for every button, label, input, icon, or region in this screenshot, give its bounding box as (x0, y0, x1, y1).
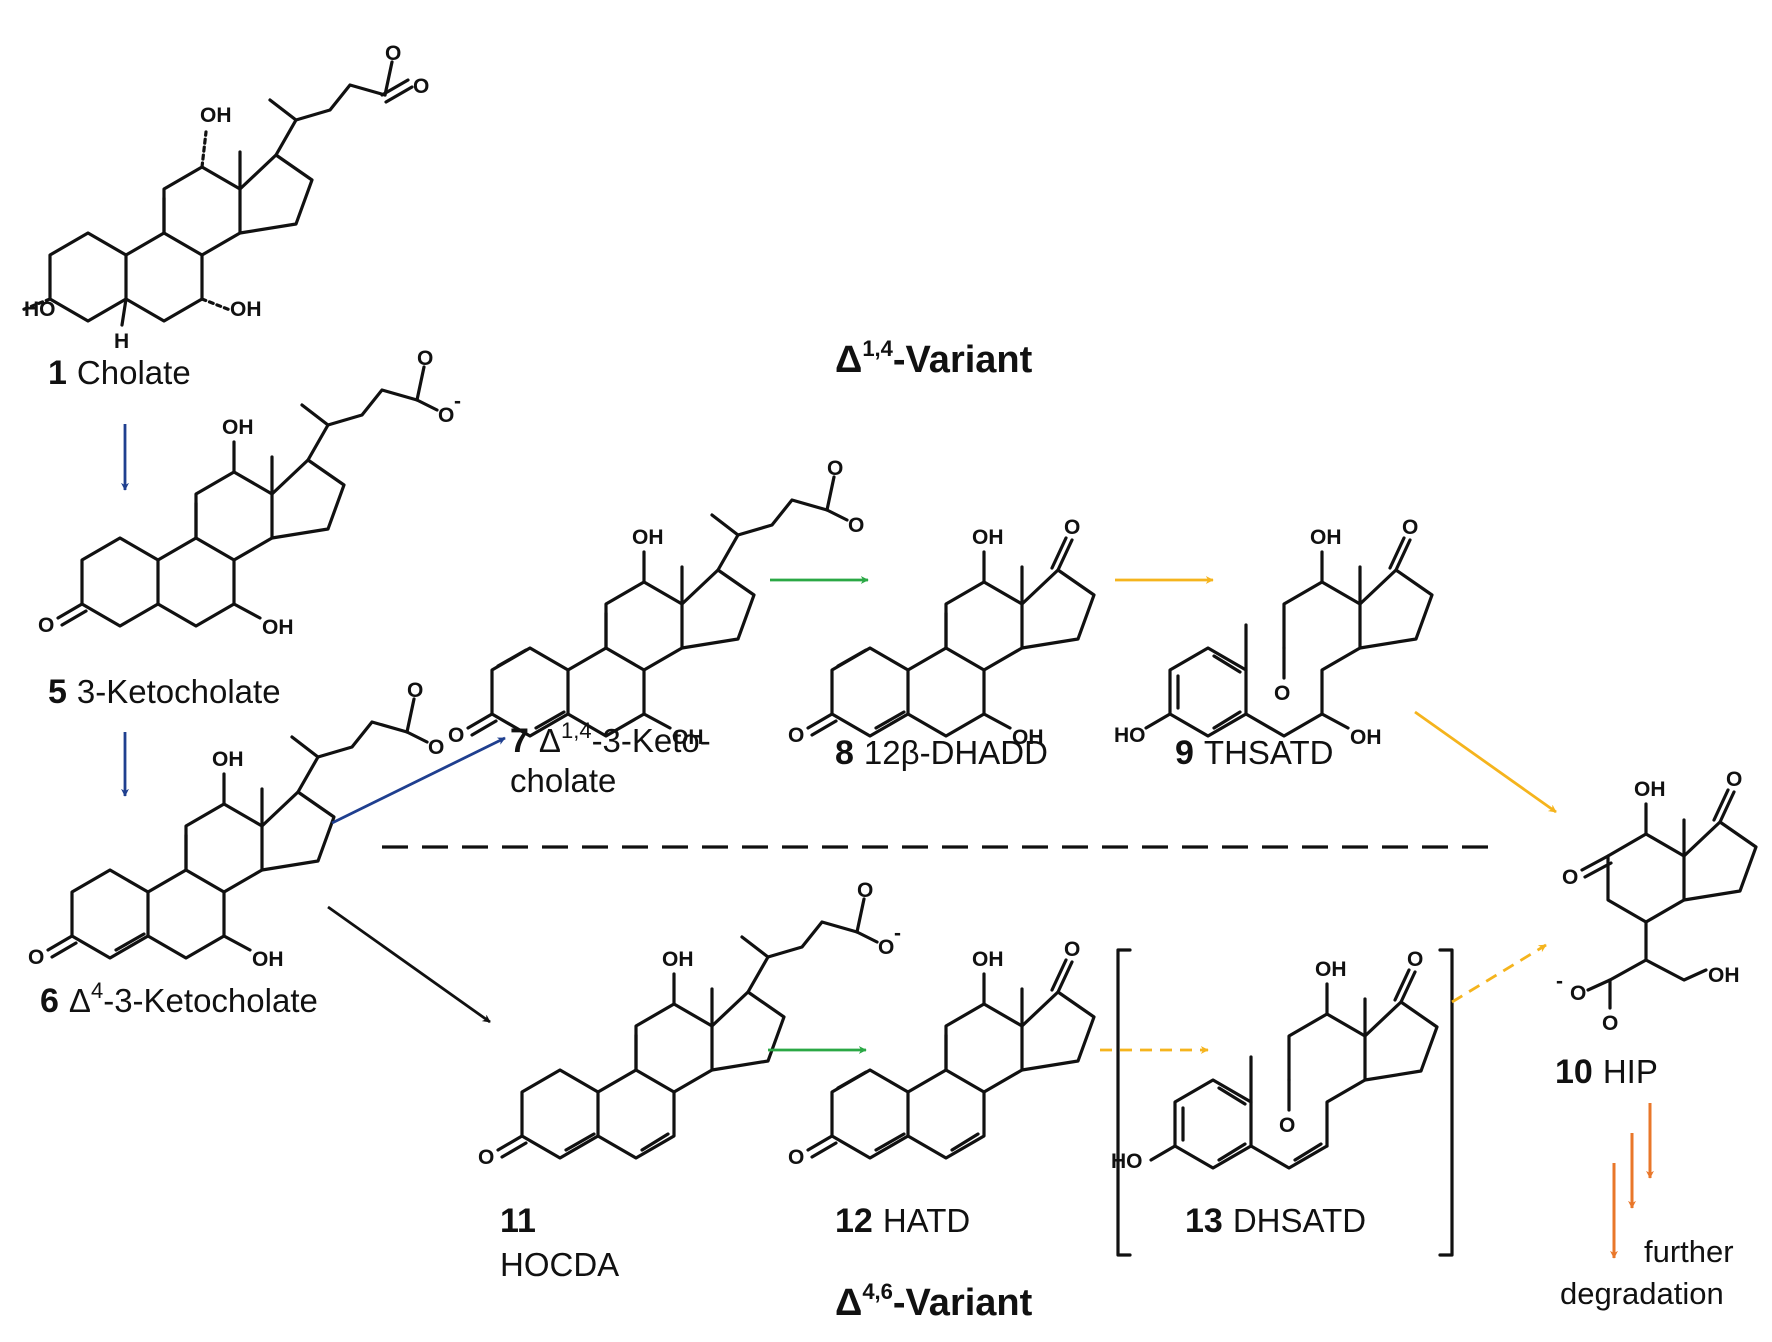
hydroxyl-label: OH (632, 526, 664, 549)
oxygen-label: O (448, 724, 464, 747)
oxygen-label: O (428, 736, 444, 759)
compound-8-structure: OH O OH O (788, 516, 1096, 749)
oxygen-label: O (1407, 948, 1423, 971)
arrow-13-to-10 (1451, 943, 1547, 1004)
variant-bottom-heading: Δ4,6-Variant (835, 1279, 1033, 1324)
further-degradation-line2: degradation (1560, 1276, 1724, 1311)
variant-top-heading: Δ1,4-Variant (835, 336, 1033, 381)
compound-10-structure: OH O O OH O - O (1556, 768, 1758, 1035)
hydroxyl-label: OH (1634, 778, 1666, 801)
oxygen-label: O (478, 1146, 494, 1169)
negative-charge-label: - (454, 390, 461, 413)
compound-11-name: HOCDA (500, 1246, 619, 1283)
compound-9-structure: OH HO OH O O (1114, 516, 1434, 749)
hydroxyl-label: OH (1350, 726, 1382, 749)
hydroxyl-label: OH (1012, 726, 1044, 749)
hydroxyl-label: OH (252, 948, 284, 971)
further-degradation-line1: further (1644, 1234, 1734, 1269)
compound-11-number: 11 (500, 1202, 536, 1240)
oxygen-label: O (385, 42, 401, 65)
compound-1-structure: OH HO OH H O O (20, 42, 429, 353)
hydrogen-label: H (114, 330, 129, 353)
hydroxyl-label: OH (972, 526, 1004, 549)
compound-13-structure: OH HO O O (1111, 948, 1439, 1173)
negative-charge-label: - (894, 922, 901, 945)
compound-6-structure: OH O OH O O (28, 679, 444, 971)
oxygen-label: O (827, 457, 843, 480)
hydroxyl-label: OH (200, 104, 232, 127)
oxygen-label: O (407, 679, 423, 702)
oxygen-label: O (788, 724, 804, 747)
hydroxyl-label: HO (1111, 1150, 1143, 1173)
hydroxyl-label: OH (662, 948, 694, 971)
carboxylate-oxygen-label: O (1570, 982, 1586, 1005)
hydroxyl-label: HO (24, 298, 56, 321)
compound-5-structure: OH O OH O O - (38, 347, 461, 639)
compound-7-structure: OH O OH O O (448, 457, 864, 749)
oxygen-label: O (417, 347, 433, 370)
compound-13-brackets (1116, 948, 1454, 1257)
hydroxyl-label: OH (262, 616, 294, 639)
arrow-9-to-10 (1414, 710, 1557, 814)
hydroxyl-label: OH (972, 948, 1004, 971)
hydroxyl-label: HO (1114, 724, 1146, 747)
oxygen-label: O (28, 946, 44, 969)
carboxylate-oxygen-label: O (878, 936, 894, 959)
hydroxyl-label: OH (230, 298, 262, 321)
hydroxyl-label: OH (222, 416, 254, 439)
negative-charge-label: - (1556, 970, 1563, 993)
oxygen-label: O (857, 879, 873, 902)
compound-12-structure: OH O O (788, 938, 1096, 1169)
oxygen-label: O (1602, 1012, 1618, 1035)
arrow-6-to-7 (331, 736, 506, 825)
oxygen-label: O (1279, 1114, 1295, 1137)
oxygen-label: O (1274, 682, 1290, 705)
oxygen-label: O (1726, 768, 1742, 791)
hydroxyl-label: OH (1315, 958, 1347, 981)
arrow-6-to-11 (327, 905, 491, 1024)
oxygen-label: O (1402, 516, 1418, 539)
oxygen-label: O (788, 1146, 804, 1169)
oxygen-label: O (1064, 938, 1080, 961)
oxygen-label: O (38, 614, 54, 637)
oxygen-label: O (413, 75, 429, 98)
oxygen-label: O (1064, 516, 1080, 539)
hydroxyl-label: OH (672, 726, 704, 749)
hydroxyl-label: OH (1708, 964, 1740, 987)
hydroxyl-label: OH (1310, 526, 1342, 549)
compound-11-structure: OH O O O - (478, 879, 901, 1169)
oxygen-label: O (1562, 866, 1578, 889)
compound-7-label-line2: cholate (510, 762, 616, 799)
oxygen-label: O (848, 514, 864, 537)
hydroxyl-label: OH (212, 748, 244, 771)
carboxylate-oxygen-label: O (438, 404, 454, 427)
